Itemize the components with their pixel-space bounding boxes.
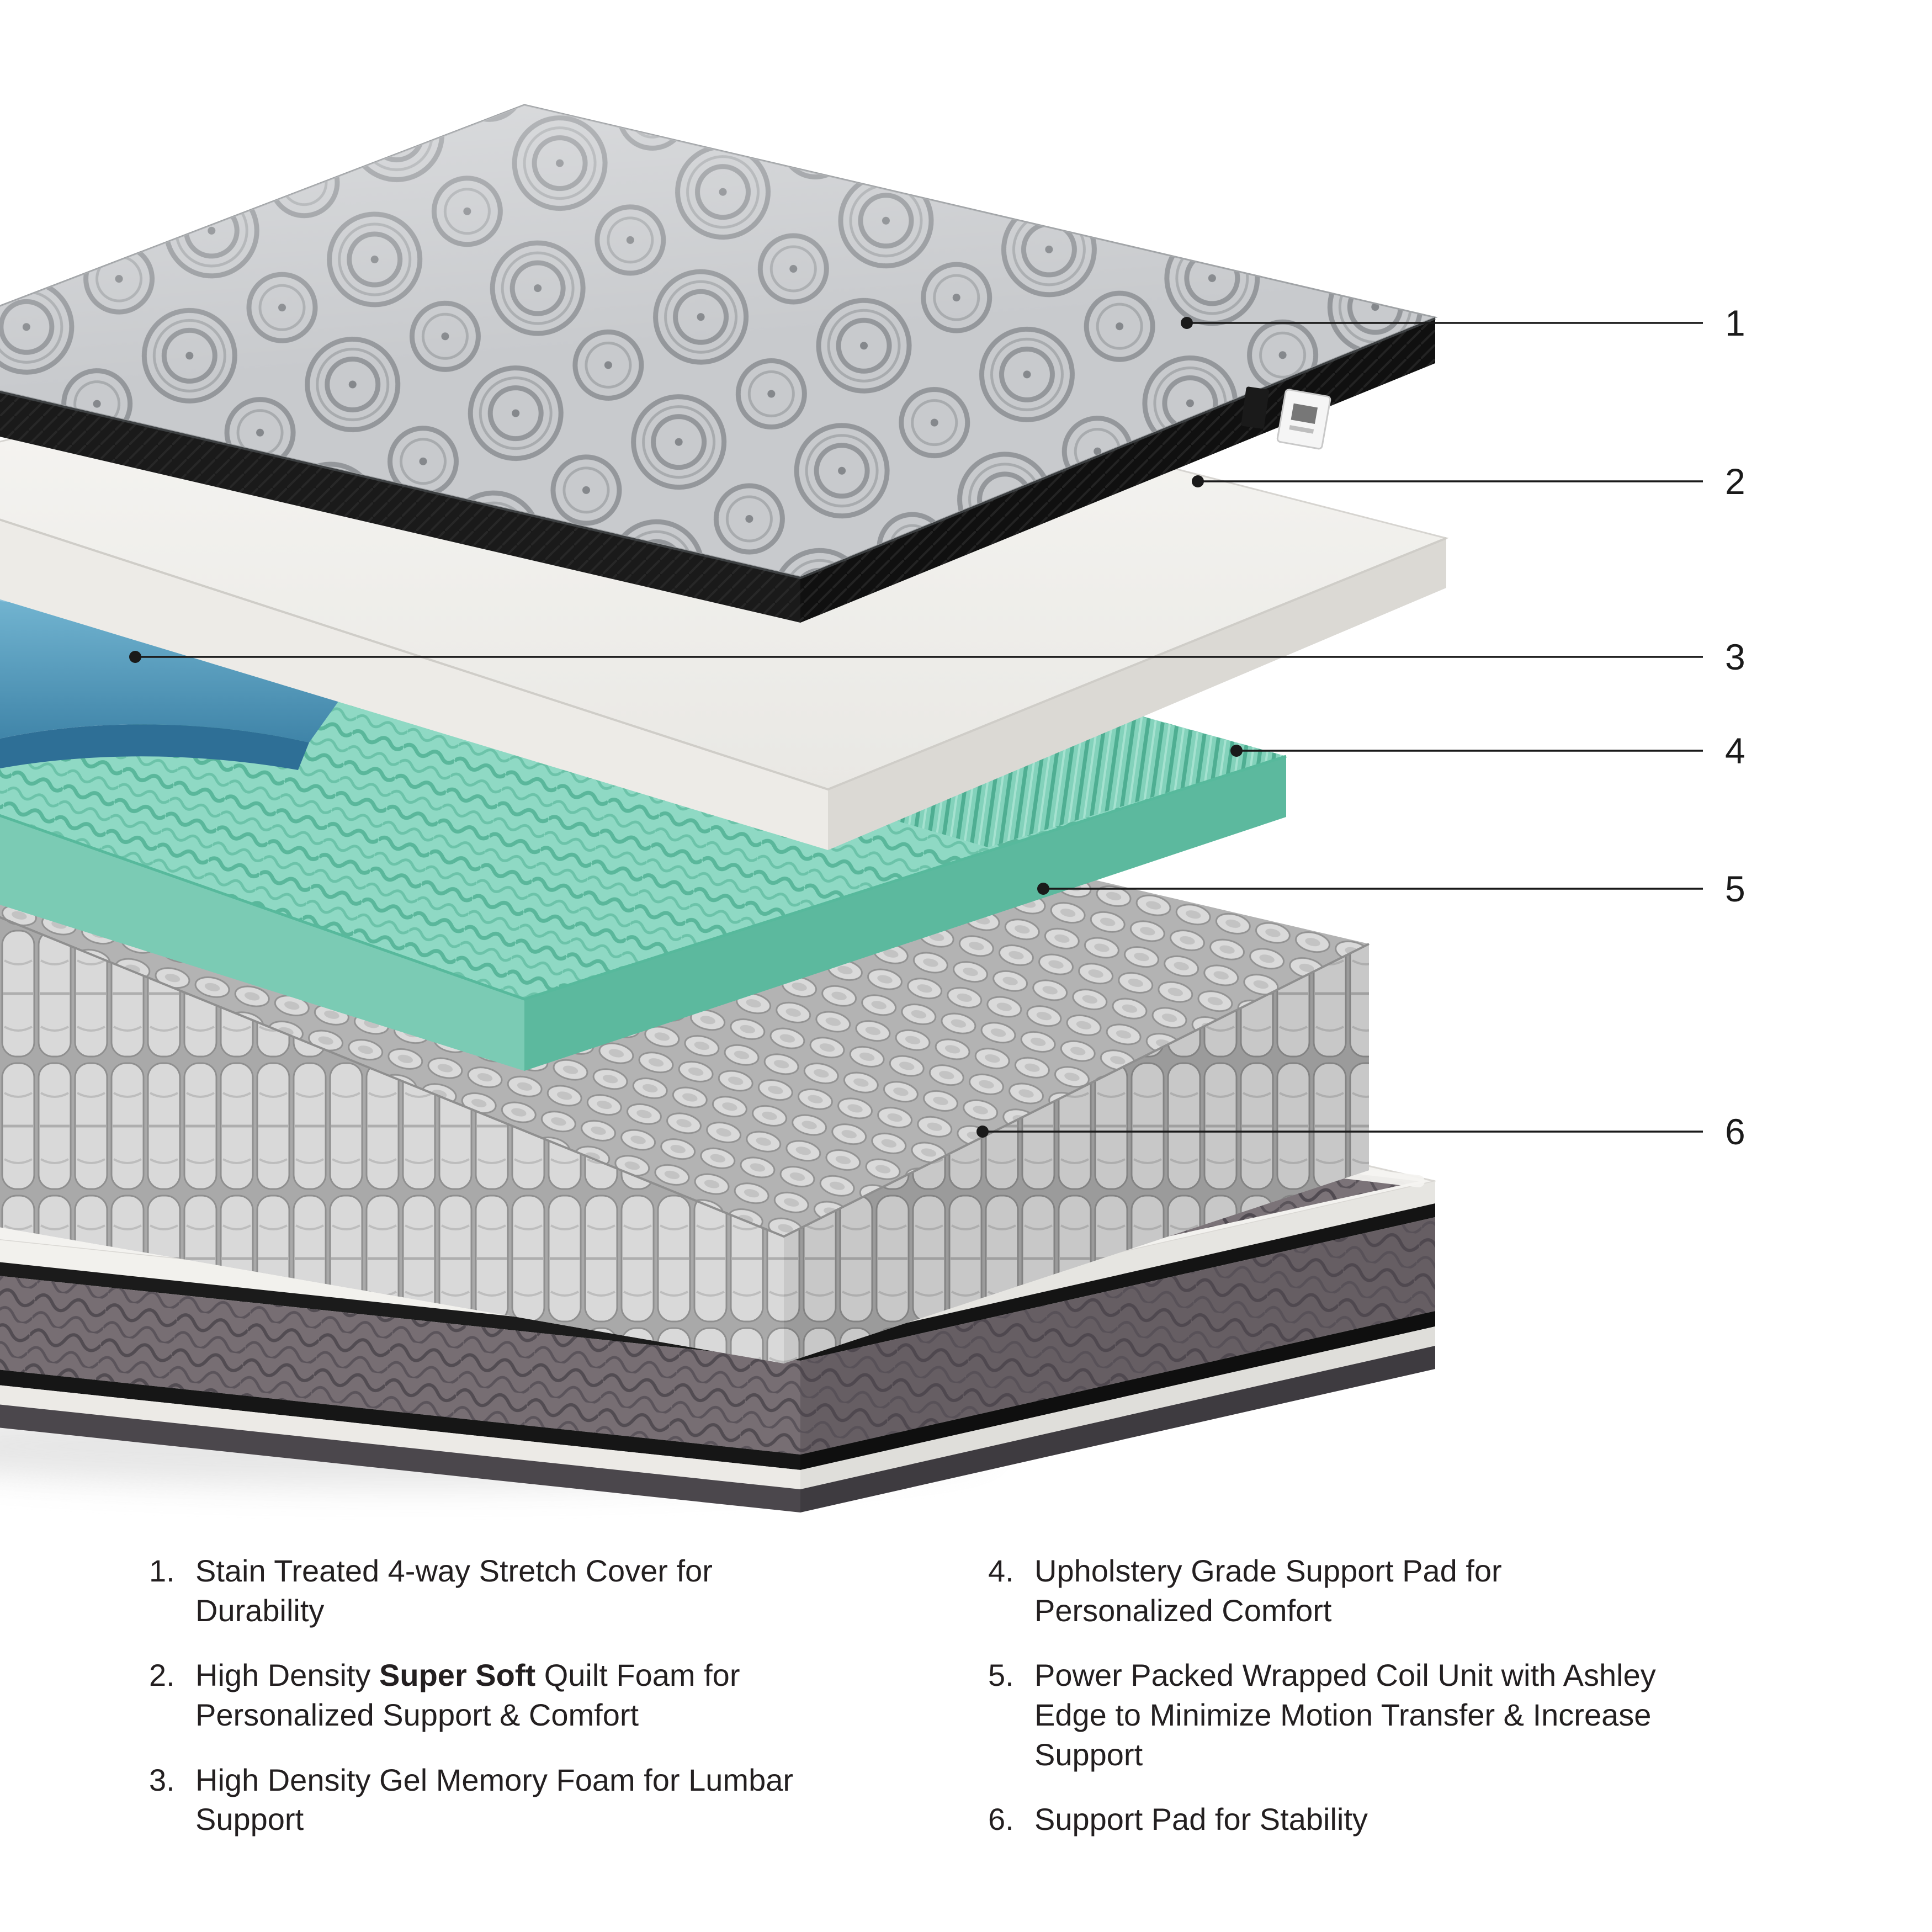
support-pad-front-left-face bbox=[0, 815, 524, 1071]
legend-item-1-text: Stain Treated 4-way Stretch Cover for Du… bbox=[195, 1553, 713, 1628]
legend-item-3-number: 3. bbox=[149, 1762, 175, 1797]
callout-2: 2 bbox=[1192, 461, 1745, 502]
legend-item-2-text-post: Quilt Foam for Personalized Support & Co… bbox=[195, 1658, 740, 1733]
callout-number-3: 3 bbox=[1725, 636, 1745, 677]
callout-5: 5 bbox=[1037, 868, 1745, 909]
legend-item-6: 6. Support Pad for Stability bbox=[988, 1800, 1849, 1839]
brand-tag bbox=[1276, 389, 1331, 450]
legend-item-2: 2. High Density Super Soft Quilt Foam fo… bbox=[149, 1655, 933, 1734]
callout-3: 3 bbox=[129, 636, 1745, 677]
legend-item-5-number: 5. bbox=[988, 1658, 1014, 1693]
legend-item-4-number: 4. bbox=[988, 1553, 1014, 1588]
legend-column-right: 4. Upholstery Grade Support Pad for Pers… bbox=[988, 1551, 1849, 1865]
callouts: 1 2 3 4 5 6 bbox=[129, 302, 1745, 1152]
quilt-foam-front-right-face bbox=[828, 538, 1446, 850]
legend-item-3-text: High Density Gel Memory Foam for Lumbar … bbox=[195, 1762, 794, 1837]
callout-number-1: 1 bbox=[1725, 302, 1745, 343]
mattress-exploded-diagram: 1 2 3 4 5 6 bbox=[0, 104, 1745, 1512]
quilt-foam-front-left-face bbox=[0, 519, 828, 850]
legend-item-5-text: Power Packed Wrapped Coil Unit with Ashl… bbox=[1034, 1658, 1656, 1772]
callout-6: 6 bbox=[976, 1111, 1745, 1152]
callout-number-6: 6 bbox=[1725, 1111, 1745, 1152]
legend-item-1: 1. Stain Treated 4-way Stretch Cover for… bbox=[149, 1551, 933, 1630]
callout-number-4: 4 bbox=[1725, 730, 1745, 771]
legend-item-4-text: Upholstery Grade Support Pad for Persona… bbox=[1034, 1553, 1502, 1628]
callout-number-5: 5 bbox=[1725, 868, 1745, 909]
support-pad-front-right-face bbox=[524, 756, 1286, 1071]
layer-stretch-cover bbox=[0, 104, 1438, 623]
legend-item-3: 3. High Density Gel Memory Foam for Lumb… bbox=[149, 1760, 933, 1839]
legend-item-6-number: 6. bbox=[988, 1802, 1014, 1837]
legend-item-1-number: 1. bbox=[149, 1553, 175, 1588]
legend-item-2-text-pre: High Density bbox=[195, 1658, 380, 1693]
gel-foam-body bbox=[0, 593, 351, 742]
law-tag bbox=[1241, 386, 1270, 429]
callout-1: 1 bbox=[1181, 302, 1745, 343]
callout-4: 4 bbox=[1230, 730, 1745, 771]
legend-item-2-text: High Density Super Soft Quilt Foam for P… bbox=[195, 1655, 830, 1734]
legend-item-5: 5. Power Packed Wrapped Coil Unit with A… bbox=[988, 1655, 1849, 1774]
legend-item-2-text-bold: Super Soft bbox=[379, 1658, 536, 1693]
gel-foam-under-edge bbox=[0, 724, 309, 770]
legend-item-6-text: Support Pad for Stability bbox=[1034, 1802, 1368, 1837]
callout-number-2: 2 bbox=[1725, 461, 1745, 502]
legend-item-4: 4. Upholstery Grade Support Pad for Pers… bbox=[988, 1551, 1849, 1630]
legend-column-left: 1. Stain Treated 4-way Stretch Cover for… bbox=[149, 1551, 933, 1865]
legend-item-2-number: 2. bbox=[149, 1658, 175, 1693]
mattress-diagram-svg: 1 2 3 4 5 6 bbox=[0, 104, 1745, 1512]
